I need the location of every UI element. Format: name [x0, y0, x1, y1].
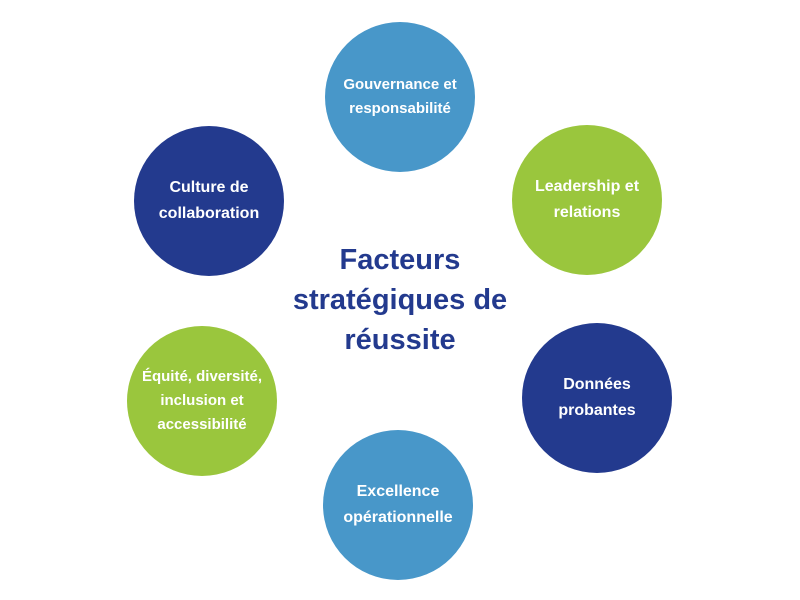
node-equite: Équité, diversité, inclusion et accessib…: [127, 326, 277, 476]
node-culture: Culture de collaboration: [134, 126, 284, 276]
node-gouvernance: Gouvernance et responsabilité: [325, 22, 475, 172]
node-equite-label: Équité, diversité, inclusion et accessib…: [141, 368, 263, 433]
node-donnees: Données probantes: [522, 323, 672, 473]
node-leadership: Leadership et relations: [512, 125, 662, 275]
node-gouvernance-label: Gouvernance et responsabilité: [343, 76, 457, 117]
node-excellence-label: Excellence opérationnelle: [343, 483, 453, 526]
node-leadership-label: Leadership et relations: [534, 178, 640, 221]
node-donnees-label: Données probantes: [558, 376, 636, 419]
node-excellence: Excellence opérationnelle: [323, 430, 473, 580]
diagram-title: Facteurs stratégiques de réussite: [292, 244, 508, 356]
node-culture-label: Culture de collaboration: [158, 179, 260, 222]
